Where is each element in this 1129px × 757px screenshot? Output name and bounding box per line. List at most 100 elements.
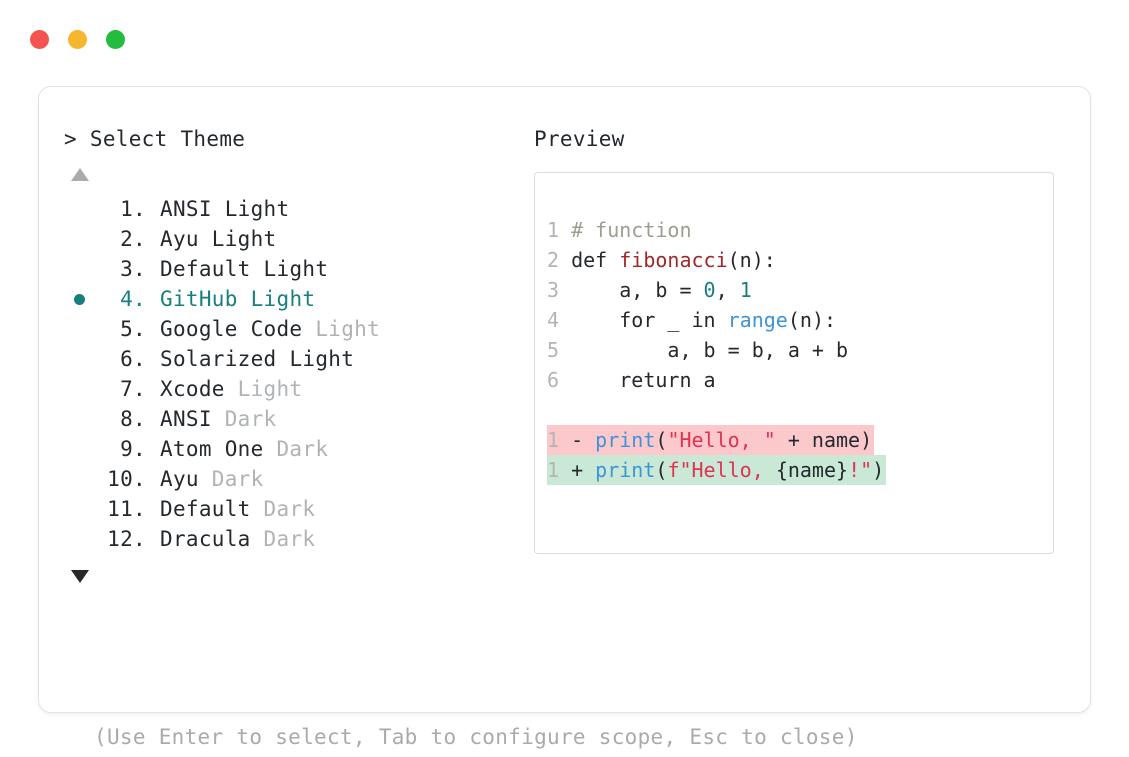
theme-item-name: Atom One [160, 437, 264, 461]
theme-item-name: Dracula [160, 527, 251, 551]
theme-list-item[interactable]: 8. ANSI Dark [64, 404, 534, 434]
theme-item-name: Default [160, 497, 251, 521]
theme-list-item[interactable]: 3. Default Light [64, 254, 534, 284]
theme-item-variant: Light [198, 227, 277, 251]
code-token: ( [655, 458, 668, 482]
theme-item-variant: Light [224, 377, 303, 401]
diff-highlight: 1 - print("Hello, " + name) [547, 425, 875, 455]
theme-item-index: 7. [120, 377, 146, 401]
code-token: def [571, 248, 620, 272]
code-token: , [715, 278, 740, 302]
theme-item-variant: Light [250, 257, 329, 281]
code-line-number: 5 [547, 338, 572, 362]
theme-list-item[interactable]: 6. Solarized Light [64, 344, 534, 374]
code-token: 1 [739, 278, 752, 302]
theme-item-index: 5. [120, 317, 146, 341]
theme-item-index: 1. [120, 197, 146, 221]
theme-list-item[interactable]: 2. Ayu Light [64, 224, 534, 254]
theme-item-variant: Dark [250, 527, 316, 551]
theme-item-name: Ayu [160, 227, 199, 251]
theme-item-name: Default [160, 257, 251, 281]
theme-item-variant: Light [276, 347, 355, 371]
theme-item-name: Ayu [160, 467, 199, 491]
code-token: (n): [727, 248, 776, 272]
keyboard-hint: (Use Enter to select, Tab to configure s… [94, 725, 858, 749]
code-token: "Hello, " [667, 428, 776, 452]
code-line-number: 6 [547, 368, 572, 392]
diff-marker: + [559, 458, 596, 482]
scroll-up-arrow-icon[interactable] [71, 168, 89, 181]
diff-line-del: 1 - print("Hello, " + name) [547, 425, 1053, 455]
theme-item-name: ANSI [160, 407, 212, 431]
selected-bullet-icon [73, 293, 85, 305]
theme-item-variant: Light [211, 197, 290, 221]
maximize-window-dot[interactable] [106, 30, 125, 49]
scroll-down-arrow-icon[interactable] [71, 570, 89, 583]
theme-item-index: 9. [120, 437, 146, 461]
theme-item-index: 6. [120, 347, 146, 371]
theme-item-variant: Dark [211, 407, 277, 431]
code-token: print [595, 428, 656, 452]
minimize-window-dot[interactable] [68, 30, 87, 49]
theme-item-variant: Dark [263, 437, 329, 461]
theme-item-index: 4. [120, 287, 146, 311]
theme-item-variant: Light [302, 317, 381, 341]
code-line: 3 a, b = 0, 1 [547, 275, 1053, 305]
theme-list-item[interactable]: 11. Default Dark [64, 494, 534, 524]
diff-line-add: 1 + print(f"Hello, {name}!") [547, 455, 1053, 485]
diff-marker: - [559, 428, 596, 452]
code-token: ( [655, 428, 668, 452]
code-spacer [547, 395, 1053, 425]
theme-item-index: 8. [120, 407, 146, 431]
theme-list-item[interactable]: 9. Atom One Dark [64, 434, 534, 464]
theme-item-index: 10. [107, 467, 146, 491]
theme-item-index: 11. [107, 497, 146, 521]
code-token: # function [571, 218, 692, 242]
theme-list-item[interactable]: 5. Google Code Light [64, 314, 534, 344]
theme-item-variant: Dark [250, 497, 316, 521]
code-token: for _ in [571, 308, 728, 332]
code-token: (n): [787, 308, 837, 332]
theme-item-index: 12. [107, 527, 146, 551]
code-line: 4 for _ in range(n): [547, 305, 1053, 335]
theme-item-index: 3. [120, 257, 146, 281]
code-line-number: 1 [547, 458, 560, 482]
theme-list-item[interactable]: 12. Dracula Dark [64, 524, 534, 554]
theme-item-variant: Dark [198, 467, 264, 491]
code-line: 1 # function [547, 215, 1053, 245]
code-token: f"Hello, [667, 458, 776, 482]
code-line-number: 4 [547, 308, 572, 332]
diff-highlight: 1 + print(f"Hello, {name}!") [547, 455, 887, 485]
theme-item-name: Xcode [160, 377, 225, 401]
code-token: range [727, 308, 788, 332]
code-token: return a [571, 368, 716, 392]
theme-list-item[interactable]: 1. ANSI Light [64, 194, 534, 224]
theme-item-index: 2. [120, 227, 146, 251]
theme-item-name: Solarized [160, 347, 277, 371]
theme-list-item[interactable]: 7. Xcode Light [64, 374, 534, 404]
code-line-number: 1 [547, 428, 560, 452]
code-line: 2 def fibonacci(n): [547, 245, 1053, 275]
prompt-title: > Select Theme [64, 127, 246, 151]
code-token: a, b = [571, 278, 704, 302]
theme-item-name: ANSI [160, 197, 212, 221]
theme-item-name: Google Code [160, 317, 303, 341]
code-line-number: 3 [547, 278, 572, 302]
code-line-number: 1 [547, 218, 572, 242]
selection-bullet-cell [64, 293, 94, 305]
close-window-dot[interactable] [30, 30, 49, 49]
code-token: print [595, 458, 656, 482]
code-token: ) [872, 458, 885, 482]
code-line: 6 return a [547, 365, 1053, 395]
code-line: 5 a, b = b, a + b [547, 335, 1053, 365]
theme-list-item[interactable]: 4.GitHub Light [64, 284, 534, 314]
theme-list-item[interactable]: 10. Ayu Dark [64, 464, 534, 494]
theme-item-variant: Light [237, 287, 316, 311]
code-token: 0 [703, 278, 716, 302]
